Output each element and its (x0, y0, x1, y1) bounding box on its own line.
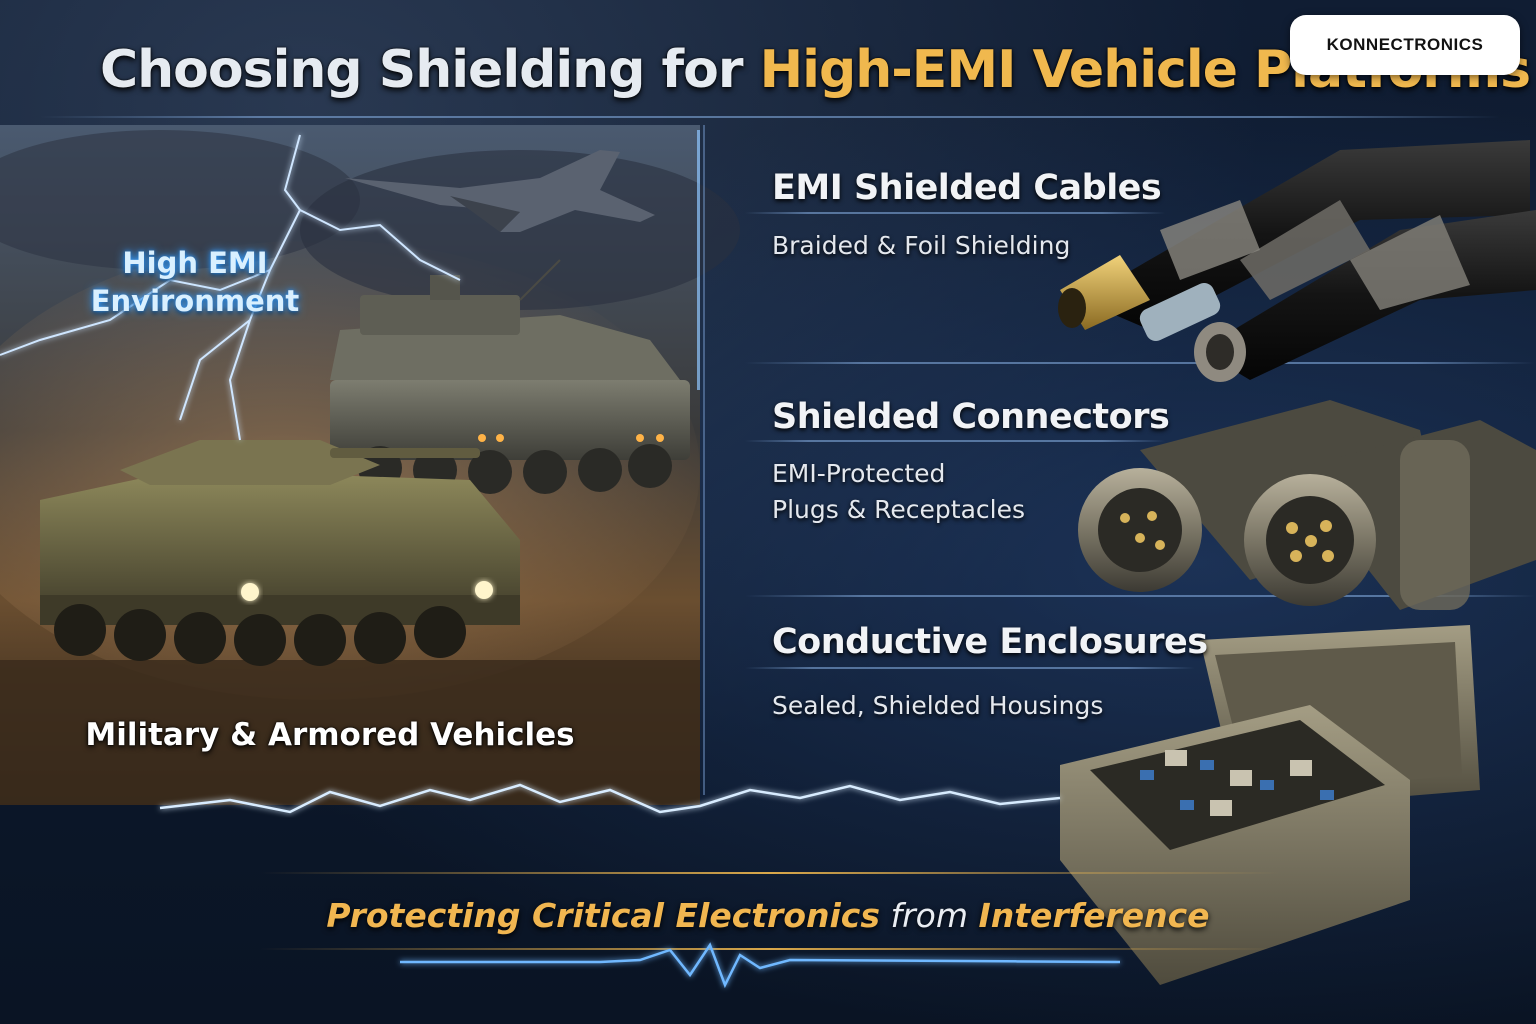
section-title-connectors: Shielded Connectors (772, 397, 1170, 437)
section-title-cables: EMI Shielded Cables (772, 168, 1162, 208)
section-desc-enclosures: Sealed, Shielded Housings (772, 691, 1104, 720)
battlefield-scene (0, 125, 740, 805)
section-title-enclosures: Conductive Enclosures (772, 622, 1208, 662)
section-desc-connectors: EMI-Protected Plugs & Receptacles (772, 456, 1025, 528)
brand-badge: KONNECTRONICS (1290, 15, 1520, 75)
signal-wave-icon (400, 942, 1121, 989)
environment-label: High EMI Environment (60, 244, 330, 320)
tagline-part1: Protecting Critical Electronics (326, 896, 880, 935)
armored-vehicle-front-icon (40, 440, 520, 666)
shielded-cable-icon (1058, 140, 1536, 382)
vehicles-label: Military & Armored Vehicles (85, 717, 575, 753)
environment-label-line1: High EMI (122, 246, 268, 280)
metal-enclosure-icon (1060, 625, 1480, 985)
tagline-part2: from (880, 896, 979, 935)
section-desc-connectors-line1: EMI-Protected (772, 459, 946, 488)
lightning-arc-icon (159, 783, 1061, 814)
lightning-bolt-icon (0, 134, 461, 441)
tagline-part3: Interference (978, 896, 1210, 935)
page-title: Choosing Shielding for High-EMI Vehicle … (100, 30, 1531, 110)
environment-label-line2: Environment (90, 284, 300, 318)
title-main: Choosing Shielding for (100, 40, 760, 100)
brand-name: KONNECTRONICS (1326, 35, 1484, 54)
fighter-jet-icon (345, 150, 655, 232)
section-desc-cables: Braided & Foil Shielding (772, 231, 1071, 260)
section-desc-connectors-line2: Plugs & Receptacles (772, 495, 1025, 524)
footer-tagline: Protecting Critical Electronics from Int… (300, 888, 1236, 944)
circular-connector-icon (1078, 400, 1536, 610)
